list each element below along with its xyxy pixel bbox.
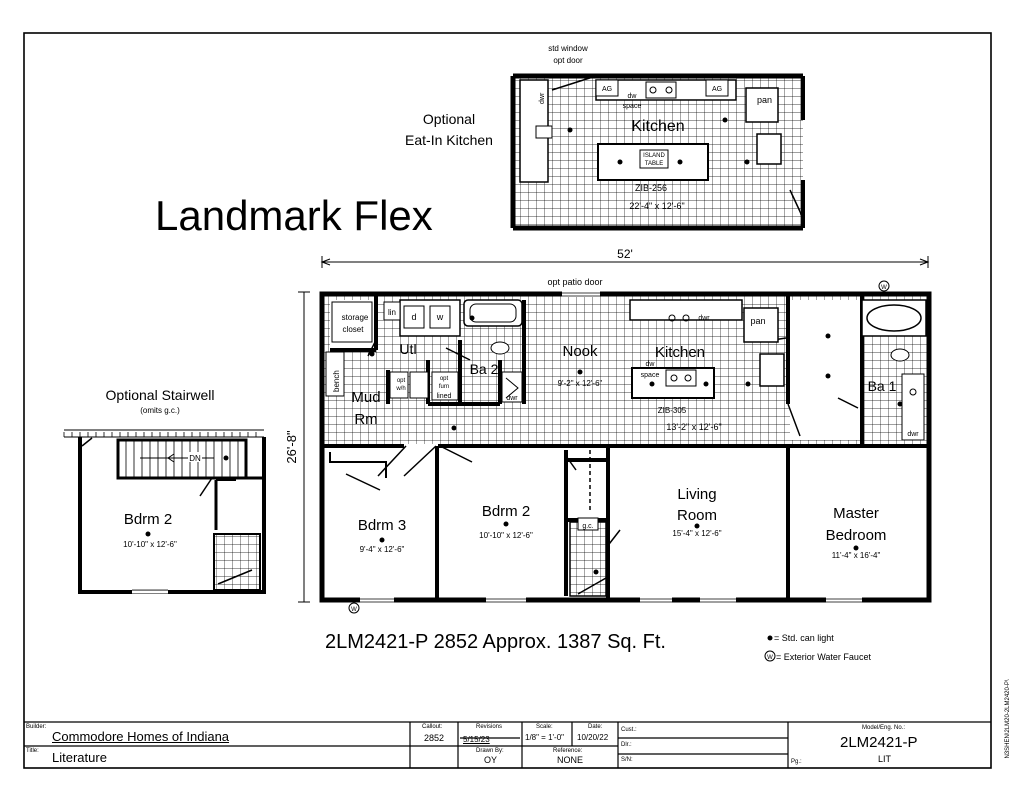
scale-value: 1/8" = 1'-0"	[525, 733, 565, 742]
opt-patio-door-note: opt patio door	[547, 277, 602, 287]
depth-dimension: 26'-8"	[284, 430, 299, 464]
ba2-label: Ba 2	[470, 361, 499, 377]
faucet-symbol-top: W	[881, 285, 887, 291]
width-dimension: 52'	[617, 247, 633, 261]
reference-label: Reference:	[553, 748, 583, 754]
date-value: 10/20/22	[577, 733, 609, 742]
optional-kitchen-heading-1: Optional	[423, 111, 475, 127]
kitchen-dwr: dwr	[698, 315, 710, 322]
dlr-label: Dlr.:	[621, 742, 632, 748]
pg-label: Pg.:	[791, 759, 802, 765]
opt-kitchen-pan: pan	[757, 95, 772, 105]
storage-closet-label: closet	[343, 325, 365, 334]
nook-label: Nook	[562, 343, 598, 360]
side-code: N3SHEN\2LM20-2LM2420-P\	[1005, 679, 1011, 759]
scale-label: Scale:	[536, 724, 553, 730]
std-window-note: std window	[548, 44, 588, 53]
bdrm3-size: 9'-4" x 12'-6"	[360, 545, 405, 554]
bench-label: bench	[332, 370, 341, 392]
plan-summary: 2LM2421-P 2852 Approx. 1387 Sq. Ft.	[325, 631, 666, 653]
optional-stairwell-sub: (omits g.c.)	[140, 406, 180, 415]
revisions-label: Revisions	[476, 724, 503, 730]
bdrm3-label: Bdrm 3	[358, 517, 406, 534]
drawn-by-value: OY	[484, 755, 498, 765]
kitchen-pan: pan	[750, 316, 765, 326]
sheet-border	[23, 32, 992, 769]
optional-stairwell-plan: Optional Stairwell (omits g.c.) DN Bdrm …	[63, 387, 266, 594]
opt-kitchen-ag-2: AG	[712, 86, 722, 93]
bdrm2-size: 10'-10" x 12'-6"	[479, 531, 533, 540]
opt-kitchen-ag-1: AG	[602, 86, 612, 93]
drawn-by-label: Drawn By:	[476, 748, 504, 754]
ba1-dwr: dwr	[907, 431, 919, 438]
living-label-2: Room	[677, 507, 717, 524]
mud-label-1: Mud	[351, 389, 380, 406]
opt-kitchen-code: ZIB-256	[635, 183, 667, 193]
ba1-label: Ba 1	[868, 378, 897, 394]
title-value: Literature	[52, 750, 107, 765]
ba2-dwr: dwr	[506, 395, 518, 402]
builder-value: Commodore Homes of Indiana	[52, 729, 230, 744]
opt-kitchen-island-1: ISLAND	[643, 153, 665, 159]
living-size: 15'-4" x 12'-6"	[672, 529, 721, 538]
living-label-1: Living	[677, 486, 716, 503]
legend-faucet: = Exterior Water Faucet	[776, 652, 871, 662]
kitchen-label: Kitchen	[655, 344, 705, 361]
opt-kitchen-dwr: dwr	[539, 92, 546, 104]
master-label-2: Bedroom	[826, 527, 887, 544]
stairwell-bdrm: Bdrm 2	[124, 511, 172, 528]
kitchen-space: space	[641, 372, 660, 379]
opt-kitchen-dw: dw	[628, 93, 638, 100]
kitchen-code: ZIB-305	[658, 406, 687, 415]
legend-faucet-symbol: W	[767, 655, 773, 661]
nook-size: 9'-2" x 12'-6"	[558, 379, 603, 388]
callout-value: 2852	[424, 733, 445, 743]
model-label: Model/Eng. No.:	[862, 725, 906, 731]
cust-label: Cust.:	[621, 727, 637, 733]
revisions-value: 5/15/23	[463, 735, 490, 744]
optional-kitchen-heading-2: Eat-In Kitchen	[405, 132, 493, 148]
kitchen-size: 13'-2" x 12'-6"	[666, 422, 721, 432]
dryer-label: d	[411, 312, 416, 322]
reference-value: NONE	[557, 755, 584, 765]
stairwell-bdrm-size: 10'-10" x 12'-6"	[123, 540, 177, 549]
builder-label: Builder:	[26, 724, 47, 730]
kitchen-dw: dw	[646, 361, 656, 368]
sn-label: S/N:	[621, 757, 633, 763]
opt-kitchen-size: 22'-4" x 12'-6"	[629, 201, 684, 211]
master-label-1: Master	[833, 505, 879, 522]
optional-kitchen-plan: std window opt door Optional Eat-In Kitc…	[405, 44, 805, 231]
optional-stairwell-heading: Optional Stairwell	[106, 387, 215, 403]
opt-kitchen-space: space	[623, 103, 642, 110]
opt-furn-1: opt	[440, 376, 449, 382]
stairwell-dn: DN	[189, 454, 201, 463]
title-label: Title:	[26, 748, 39, 754]
date-label: Date:	[588, 724, 603, 730]
opt-wh-2: w/h	[395, 386, 405, 392]
washer-label: w	[436, 312, 444, 322]
lit-value: LIT	[878, 754, 892, 764]
faucet-symbol-bottom: W	[351, 607, 357, 613]
opt-kitchen-label: Kitchen	[631, 118, 684, 135]
gc-label: g.c.	[582, 523, 593, 530]
utl-label: Utl	[399, 341, 416, 357]
legend-can-light: = Std. can light	[774, 633, 834, 643]
opt-furn-2: furn	[439, 384, 449, 390]
main-floor-plan: 52' 26'-8" opt patio door	[284, 247, 932, 614]
opt-wh-1: opt	[397, 378, 406, 384]
lined-label: lined	[437, 393, 452, 400]
model-value: 2LM2421-P	[840, 734, 918, 751]
storage-label: storage	[342, 313, 369, 322]
callout-label: Callout:	[422, 724, 443, 730]
opt-door-note: opt door	[553, 56, 583, 65]
plan-title: Landmark Flex	[155, 192, 433, 239]
mud-label-2: Rm	[354, 411, 377, 428]
master-size: 11'-4" x 16'-4"	[832, 551, 881, 560]
opt-kitchen-island-2: TABLE	[645, 161, 664, 167]
bdrm2-label: Bdrm 2	[482, 503, 530, 520]
lin-label: lin	[388, 308, 396, 317]
